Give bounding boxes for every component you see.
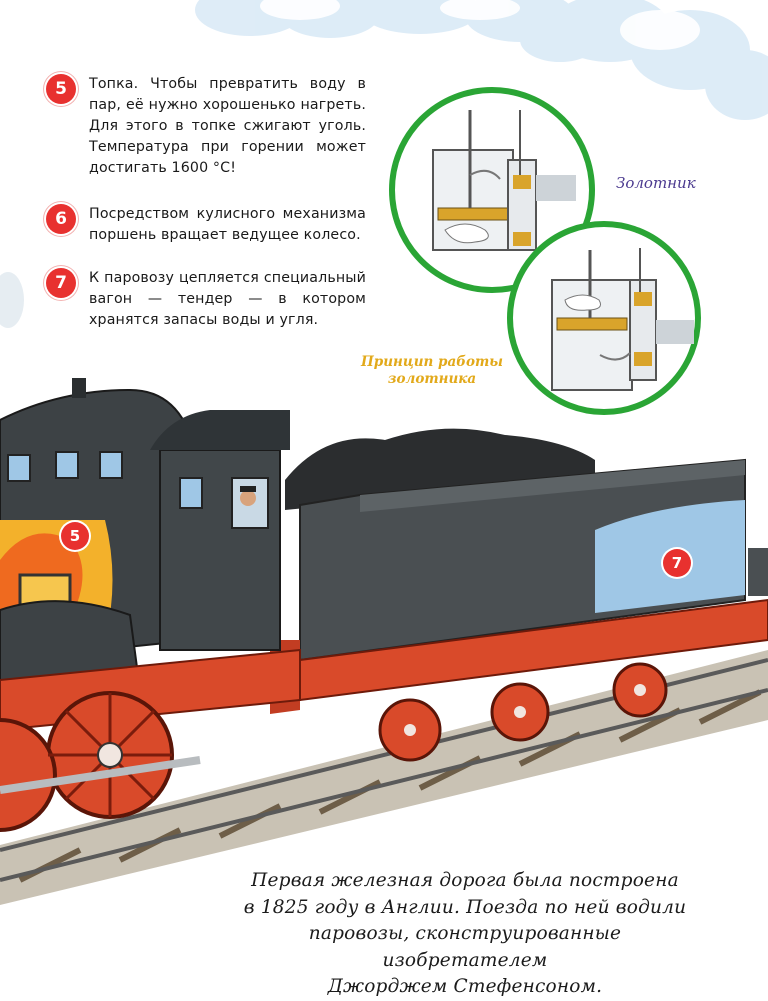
note-linkage: 6 Посредством кулисного механизма поршен… <box>46 204 366 246</box>
valve-diagram-bottom <box>507 221 701 415</box>
locomotive <box>0 378 768 905</box>
marker-tender: 7 <box>663 549 691 577</box>
caption-principle: Принцип работы золотника <box>352 354 512 388</box>
note-text: К паровозу цепляется специальный вагон —… <box>89 270 366 328</box>
fact-line-1: Первая железная дорога была построена <box>251 870 679 891</box>
note-text: Посредством кулисного механизма поршень … <box>89 206 366 243</box>
note-firebox: 5 Топка. Чтобы превратить воду в пар, её… <box>46 74 366 179</box>
note-tender: 7 К паровозу цепляется специальный вагон… <box>46 268 366 331</box>
note-text: Топка. Чтобы превратить воду в пар, её н… <box>89 76 366 176</box>
caption-slide-valve: Золотник <box>616 174 696 192</box>
fact-line-4: Джорджем Стефенсоном. <box>327 976 603 997</box>
fact-line-2: в 1825 году в Англии. Поезда по ней води… <box>243 896 687 918</box>
number-badge: 5 <box>46 74 76 104</box>
caption-principle-line2: золотника <box>387 371 477 387</box>
marker-firebox: 5 <box>61 522 89 550</box>
caption-principle-line1: Принцип работы <box>361 354 503 370</box>
fact-line-3: паровозы, сконструированные изобретателе… <box>308 923 622 971</box>
number-badge: 7 <box>46 268 76 298</box>
valve-diagram-top <box>389 87 595 293</box>
number-badge: 6 <box>46 204 76 234</box>
